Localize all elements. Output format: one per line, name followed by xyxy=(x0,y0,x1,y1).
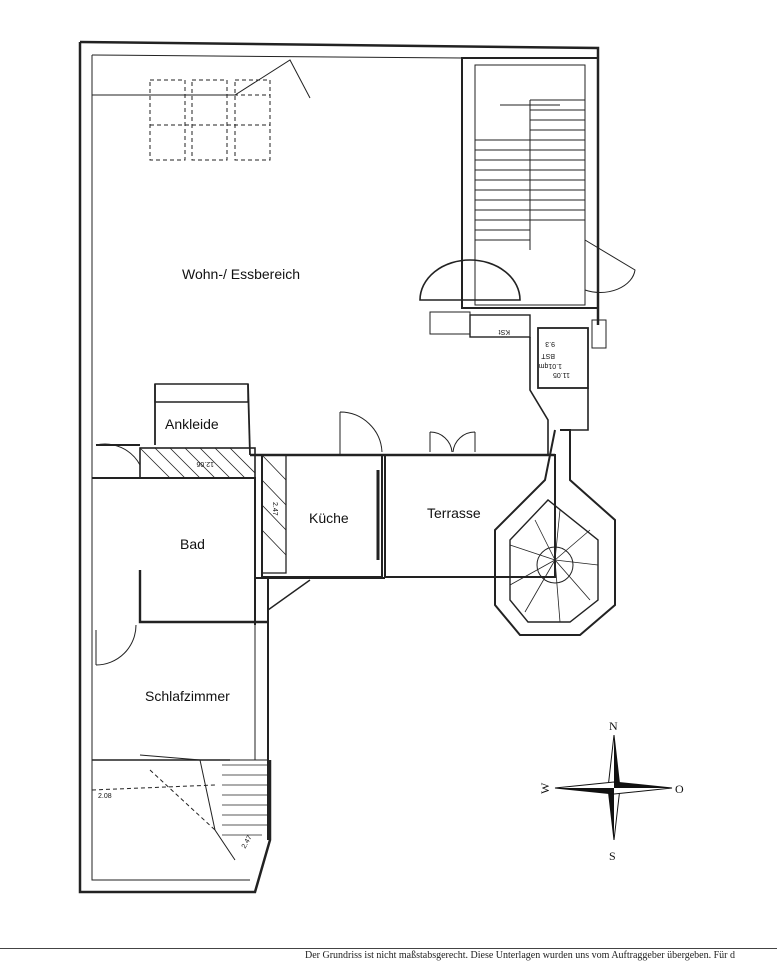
compass-north: N xyxy=(609,719,618,733)
disclaimer-footer: Der Grundriss ist nicht maßstabsgerecht.… xyxy=(0,948,777,961)
disclaimer-text: Der Grundriss ist nicht maßstabsgerecht.… xyxy=(305,950,735,961)
dimension-dressing-shelf: 12.06 xyxy=(196,460,214,467)
room-label-bath: Bad xyxy=(180,536,205,552)
stair-label-1: 11.05 xyxy=(553,371,570,378)
room-label-kitchen: Küche xyxy=(309,510,349,526)
spiral-stair xyxy=(494,429,616,636)
stair-label-3: BST xyxy=(541,352,555,359)
stair-label-5: KSt xyxy=(499,328,510,335)
terrace-outline xyxy=(384,454,556,578)
outer-wall-left xyxy=(78,42,272,894)
compass-west: W xyxy=(538,782,552,794)
dimension-bedroom-height: 2.08 xyxy=(98,793,112,800)
compass-east: O xyxy=(675,782,684,796)
outer-wall xyxy=(79,40,600,325)
compass-south: S xyxy=(609,849,616,863)
stair-label-4: 9.3 xyxy=(545,340,555,347)
dimension-stair-note: 2.47 xyxy=(241,834,254,849)
room-label-bedroom: Schlafzimmer xyxy=(145,688,230,704)
dimension-kitchen-side: 2.47 xyxy=(271,502,278,516)
room-label-living: Wohn-/ Essbereich xyxy=(182,266,300,282)
room-label-terrace: Terrasse xyxy=(427,505,481,521)
room-label-dressing: Ankleide xyxy=(165,416,219,432)
compass-rose: N S W O xyxy=(538,719,684,863)
stair-label-2: 1.01qm xyxy=(538,362,562,369)
